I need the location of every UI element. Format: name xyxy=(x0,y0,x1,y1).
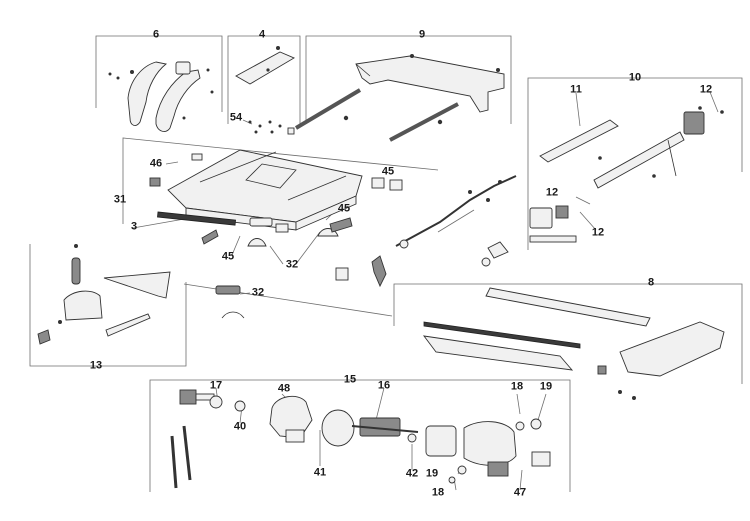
drive-shaft-parts xyxy=(170,389,246,489)
group-frame-13 xyxy=(29,244,187,367)
callout-label-9: 9 xyxy=(418,28,426,41)
rip-fence-assembly xyxy=(539,106,724,189)
table-extension-rods xyxy=(294,54,505,142)
group-frame-9 xyxy=(305,35,512,124)
group-frame-15 xyxy=(149,379,571,492)
callout-label-45b: 45 xyxy=(221,250,235,263)
callout-label-12b: 12 xyxy=(545,186,559,199)
callout-label-19a: 19 xyxy=(539,380,553,393)
callout-label-17: 17 xyxy=(209,379,223,392)
callout-label-42: 42 xyxy=(405,467,419,480)
callout-label-47: 47 xyxy=(513,486,527,499)
callout-label-31: 31 xyxy=(113,193,127,206)
callout-label-18b: 18 xyxy=(431,486,445,499)
callout-label-12a: 12 xyxy=(699,83,713,96)
callout-label-11: 11 xyxy=(570,83,582,96)
miter-push-assembly xyxy=(37,244,171,345)
callout-label-8: 8 xyxy=(647,276,655,289)
adjustment-linkage xyxy=(371,175,517,288)
callout-label-40: 40 xyxy=(233,420,247,433)
diagonal-link-lines xyxy=(183,209,475,317)
stator-housing xyxy=(425,418,551,484)
group-frame-6 xyxy=(95,35,223,112)
group-frame-4 xyxy=(227,35,301,124)
fence-lock-assembly xyxy=(481,205,577,267)
group-frame-10 xyxy=(527,77,743,250)
saw-table-top xyxy=(149,149,363,231)
callout-label-10: 10 xyxy=(628,71,642,84)
callout-label-19b: 19 xyxy=(425,467,439,480)
blade-guard-assembly xyxy=(108,61,214,132)
callout-label-13: 13 xyxy=(89,359,103,372)
miter-gauge-base xyxy=(597,321,725,400)
callout-label-48: 48 xyxy=(277,382,291,395)
callout-label-6: 6 xyxy=(152,28,160,41)
callout-label-15: 15 xyxy=(343,373,357,386)
callout-label-32b: 32 xyxy=(251,286,265,299)
riving-knife-plate xyxy=(235,46,295,85)
fastener-set-54 xyxy=(248,120,295,135)
extension-rails xyxy=(422,287,651,371)
group-frame-31 xyxy=(122,137,439,224)
callout-label-18a: 18 xyxy=(510,380,524,393)
guide-rail-3 xyxy=(157,211,237,226)
callout-label-4: 4 xyxy=(258,28,266,41)
callout-label-41: 41 xyxy=(313,466,327,479)
gear-housing xyxy=(269,395,313,443)
callout-label-45c: 45 xyxy=(337,202,351,215)
callout-label-32a: 32 xyxy=(285,258,299,271)
callout-label-16: 16 xyxy=(377,379,391,392)
group-frame-8 xyxy=(393,283,743,384)
callout-label-3: 3 xyxy=(130,220,138,233)
callout-label-46: 46 xyxy=(149,157,163,170)
callout-label-12c: 12 xyxy=(591,226,605,239)
callout-label-54: 54 xyxy=(229,111,243,124)
callout-label-45a: 45 xyxy=(381,165,395,178)
clamp-brackets xyxy=(201,177,403,281)
connector-32b xyxy=(215,285,245,319)
armature-rotor xyxy=(321,409,419,447)
